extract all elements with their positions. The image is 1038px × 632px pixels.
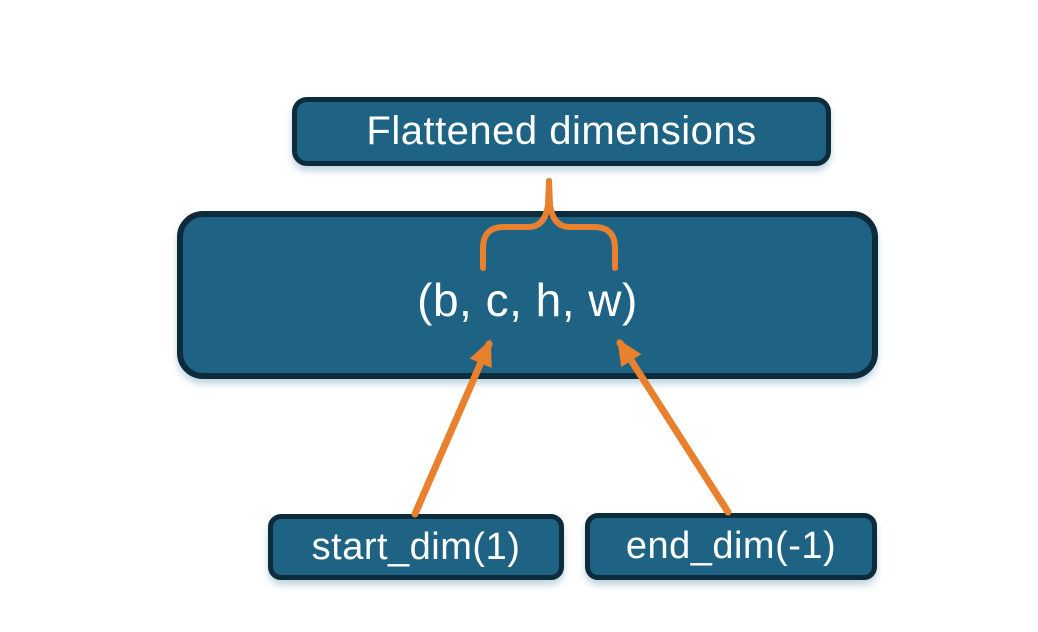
node-tensor-shape-label: (b, c, h, w) [417,274,638,326]
node-flattened-dimensions: Flattened dimensions [292,97,831,166]
node-start-dim: start_dim(1) [268,514,564,580]
node-end-dim-label: end_dim(-1) [625,525,837,567]
node-start-dim-label: start_dim(1) [311,525,521,568]
node-tensor-shape: (b, c, h, w) [177,211,878,379]
node-flattened-dimensions-label: Flattened dimensions [366,109,757,153]
node-end-dim: end_dim(-1) [585,513,877,580]
